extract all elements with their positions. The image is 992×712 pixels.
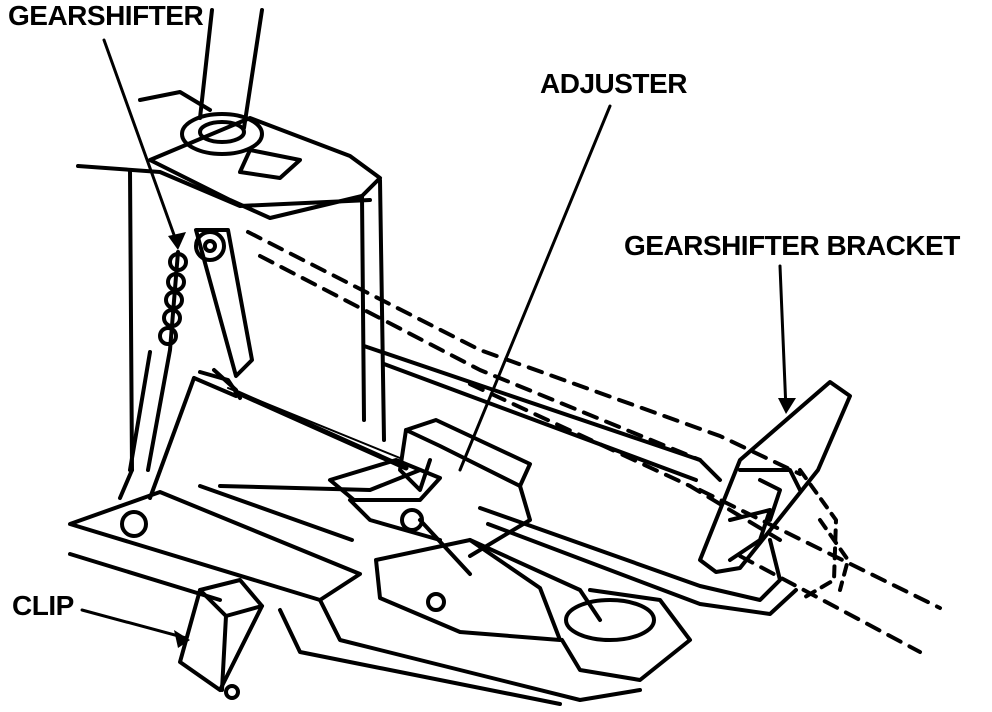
leader-adjuster <box>458 104 612 472</box>
clip-part <box>178 578 264 700</box>
shift-tube <box>246 230 942 654</box>
base-plate <box>68 376 422 602</box>
leader-gearshifter-bracket <box>778 264 788 412</box>
leader-lines <box>80 38 788 640</box>
arrowhead-gearshifter-bracket <box>778 398 796 414</box>
gearshift-lever <box>180 8 264 156</box>
lower-housing <box>278 538 692 706</box>
gearshifter-bracket <box>698 380 852 602</box>
label-gearshifter-bracket: GEARSHIFTER BRACKET <box>624 230 960 261</box>
label-gearshifter: GEARSHIFTER <box>8 0 204 31</box>
leader-clip <box>80 608 188 640</box>
adjuster-rod-chain <box>128 250 188 472</box>
linkage-rod <box>227 387 409 471</box>
arrowhead-gearshifter <box>168 232 186 250</box>
leader-gearshifter <box>102 38 180 248</box>
arrowhead-clip <box>174 630 190 648</box>
bracket-rod <box>478 506 798 616</box>
leader-arrowheads <box>168 232 796 648</box>
label-clip: CLIP <box>12 590 74 621</box>
shifter-housing <box>76 90 386 500</box>
label-adjuster: ADJUSTER <box>540 68 687 99</box>
shift-arm <box>194 228 254 400</box>
